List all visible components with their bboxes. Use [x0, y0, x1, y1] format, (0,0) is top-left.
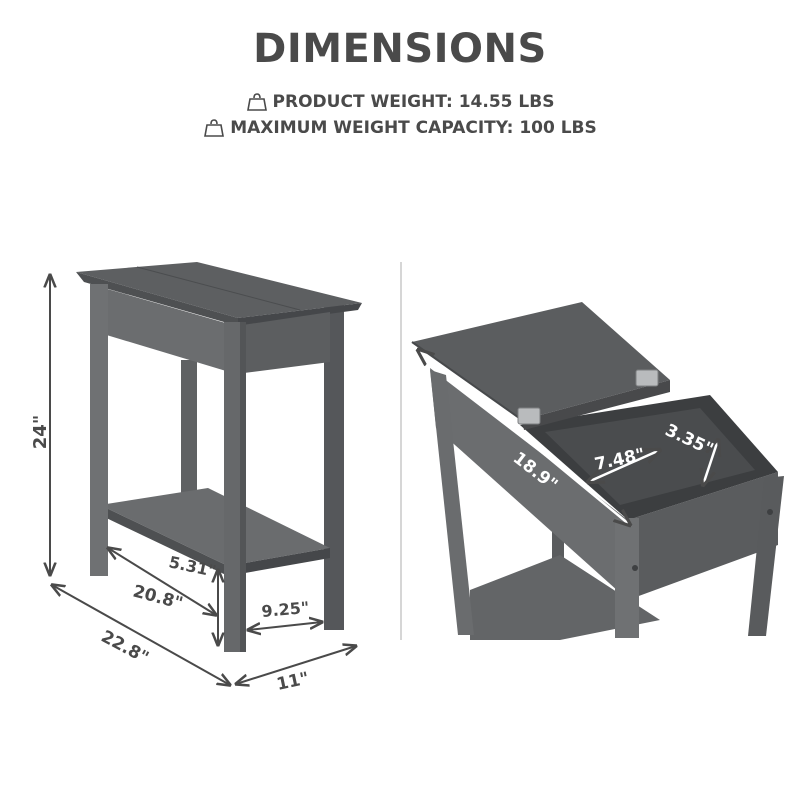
peg-dot: [767, 509, 773, 515]
page-title: DIMENSIONS: [253, 26, 547, 72]
width-inner-label: 9.25": [261, 598, 310, 621]
product-weight-text: PRODUCT WEIGHT: 14.55 LBS: [272, 92, 555, 112]
apron-front: [90, 284, 236, 374]
bottom-shelf: [100, 488, 330, 566]
apron-side: [236, 312, 330, 374]
corner-leg: [615, 518, 639, 638]
height-label: 24": [30, 415, 51, 449]
top-split-line: [136, 266, 301, 311]
peg-dot: [632, 565, 638, 571]
hinge-icon: [517, 407, 541, 425]
max-capacity-line: MAXIMUM WEIGHT CAPACITY: 100 LBS: [0, 118, 800, 138]
product-weight-line: PRODUCT WEIGHT: 14.55 LBS: [0, 92, 800, 112]
width-inner-arrow: [248, 622, 322, 630]
side-table-left: [76, 262, 362, 652]
rear-right-leg: [324, 300, 344, 630]
table-top: [76, 262, 362, 318]
table-top-edge-side: [238, 303, 362, 326]
depth-outer-arrow: [52, 585, 230, 685]
drawer-width-arrow: [588, 450, 660, 482]
max-capacity-text: MAXIMUM WEIGHT CAPACITY: 100 LBS: [230, 118, 597, 138]
front-left-leg: [90, 284, 108, 576]
weight-icon: [204, 119, 225, 137]
front-right-leg-shade: [240, 322, 246, 652]
width-outer-arrow: [236, 646, 356, 684]
dimension-lines-right: [418, 350, 718, 525]
weight-icon: [246, 93, 267, 111]
dimension-lines-left: [50, 275, 356, 685]
table-top-edge-front: [76, 272, 238, 326]
drawer-depth-arrow: [703, 440, 718, 485]
width-outer-label: 11": [275, 669, 311, 695]
bottom-shelf-right: [470, 555, 660, 640]
front-leg-right: [748, 476, 784, 636]
box-side: [628, 472, 778, 600]
depth-outer-label: 22.8": [98, 627, 152, 669]
rear-left-leg: [181, 360, 197, 510]
hinge-icon: [635, 369, 659, 387]
depth-inner-label: 20.8": [131, 582, 185, 614]
bottom-shelf-edge-side: [228, 548, 330, 576]
drawer-length-arrow: [418, 350, 630, 525]
